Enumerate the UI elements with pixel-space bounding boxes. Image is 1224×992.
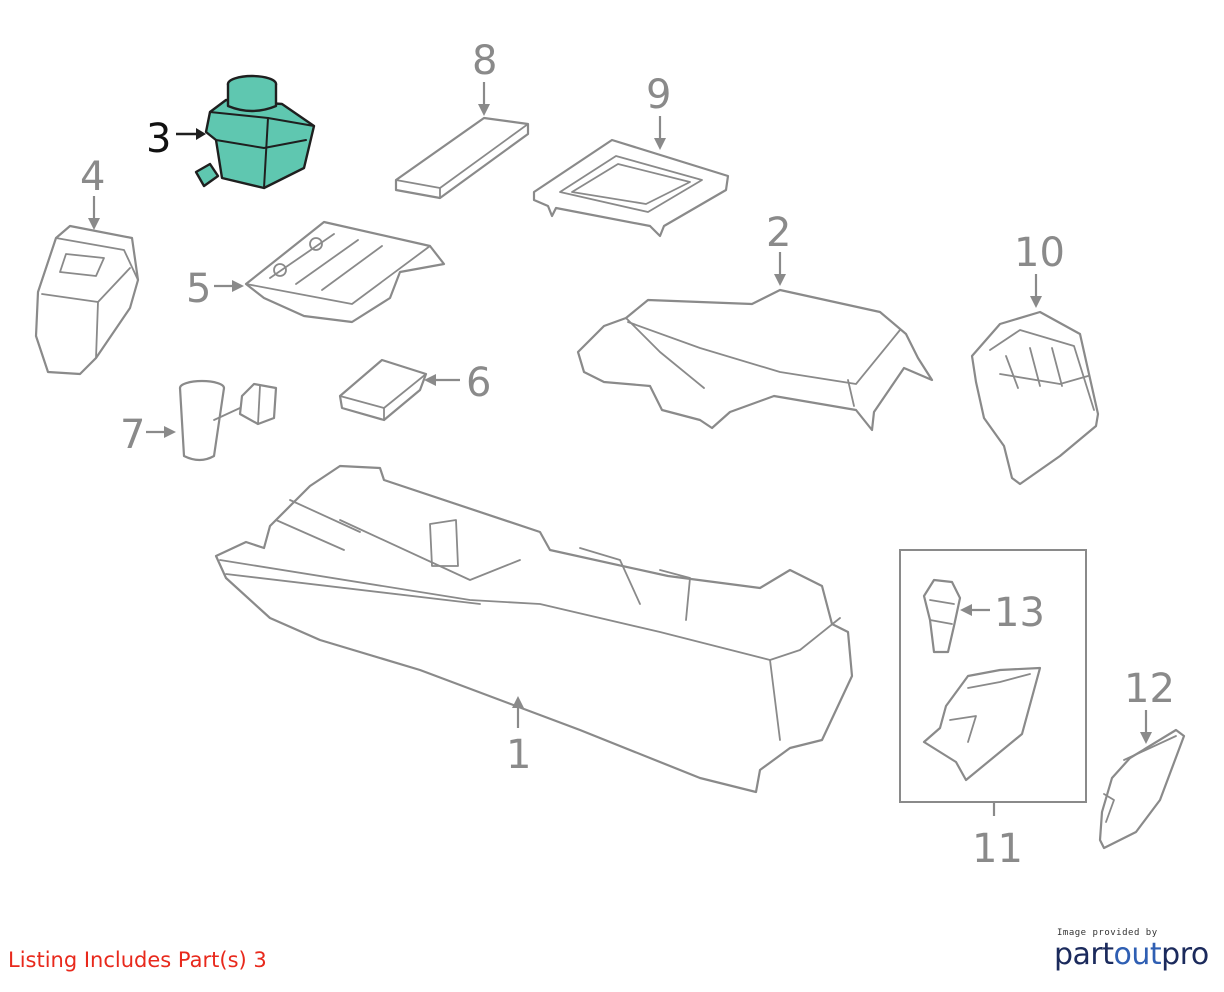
part-2-armrest[interactable] <box>576 288 934 432</box>
part-8-pad[interactable] <box>394 116 530 200</box>
part-label-10: 10 <box>1014 230 1065 276</box>
callout-5: 5 <box>186 266 244 312</box>
callout-6: 6 <box>424 360 491 406</box>
callout-4: 4 <box>80 154 105 230</box>
part-9-bezel[interactable] <box>532 138 730 238</box>
part-7-socket[interactable] <box>178 379 278 462</box>
callout-12: 12 <box>1124 666 1175 744</box>
part-label-8: 8 <box>472 38 497 84</box>
part-5-bracket[interactable] <box>244 220 446 324</box>
part-label-6: 6 <box>466 360 491 406</box>
part-3-shifter-module[interactable] <box>194 74 316 190</box>
credit-logo-part: part <box>1054 937 1114 972</box>
part-label-5: 5 <box>186 266 211 312</box>
part-label-4: 4 <box>80 154 105 200</box>
part-label-9: 9 <box>646 72 671 118</box>
part-label-12: 12 <box>1124 666 1175 712</box>
part-label-7: 7 <box>120 412 145 458</box>
callout-1: 1 <box>506 696 531 778</box>
part-10-vent-panel[interactable] <box>970 310 1100 486</box>
part-label-13: 13 <box>994 590 1045 636</box>
callout-9: 9 <box>646 72 671 150</box>
credit-logo: partoutpro <box>1054 938 1214 972</box>
part-4-switch[interactable] <box>34 224 140 376</box>
part-12-cover[interactable] <box>1098 728 1186 850</box>
callout-10: 10 <box>1014 230 1065 308</box>
callout-2: 2 <box>766 210 791 286</box>
callout-13: 13 <box>960 590 1045 636</box>
part-label-11: 11 <box>972 826 1023 872</box>
group-11-box: 11 <box>899 549 1087 872</box>
image-credit: Image provided by partoutpro <box>1054 928 1214 972</box>
listing-note: Listing Includes Part(s) 3 <box>8 948 267 972</box>
callout-3: 3 <box>146 116 206 162</box>
part-1-console-base[interactable] <box>214 464 854 794</box>
callout-8: 8 <box>472 38 497 116</box>
callout-7: 7 <box>120 412 176 458</box>
part-label-2: 2 <box>766 210 791 256</box>
credit-logo-out: out <box>1113 937 1162 972</box>
credit-logo-pro: pro <box>1161 937 1209 972</box>
part-label-1: 1 <box>506 732 531 778</box>
part-6-tray[interactable] <box>338 358 428 422</box>
part-11-bracket[interactable] <box>922 666 1042 782</box>
part-label-3: 3 <box>146 116 171 162</box>
credit-caption: Image provided by <box>1057 928 1158 938</box>
part-13-clip[interactable] <box>922 578 962 654</box>
